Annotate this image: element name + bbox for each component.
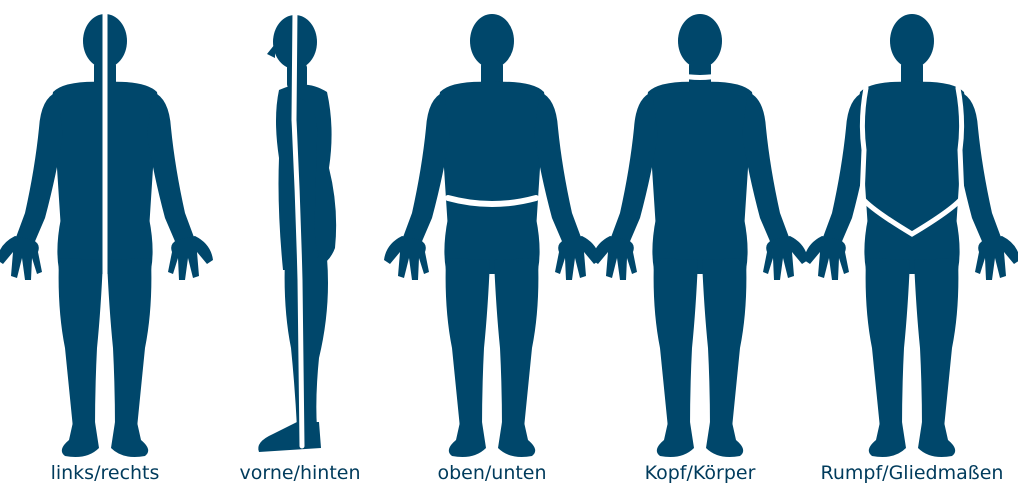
divider-head-body [678,75,722,78]
figure-upper-lower [384,14,600,457]
figure-head-body [592,14,808,457]
label-left-right: links/rechts [5,462,205,484]
label-upper-lower: oben/unten [392,462,592,484]
label-front-back: vorne/hinten [200,462,400,484]
label-head-body: Kopf/Körper [600,462,800,484]
label-trunk-limbs: Rumpf/Gliedmaßen [812,462,1012,484]
